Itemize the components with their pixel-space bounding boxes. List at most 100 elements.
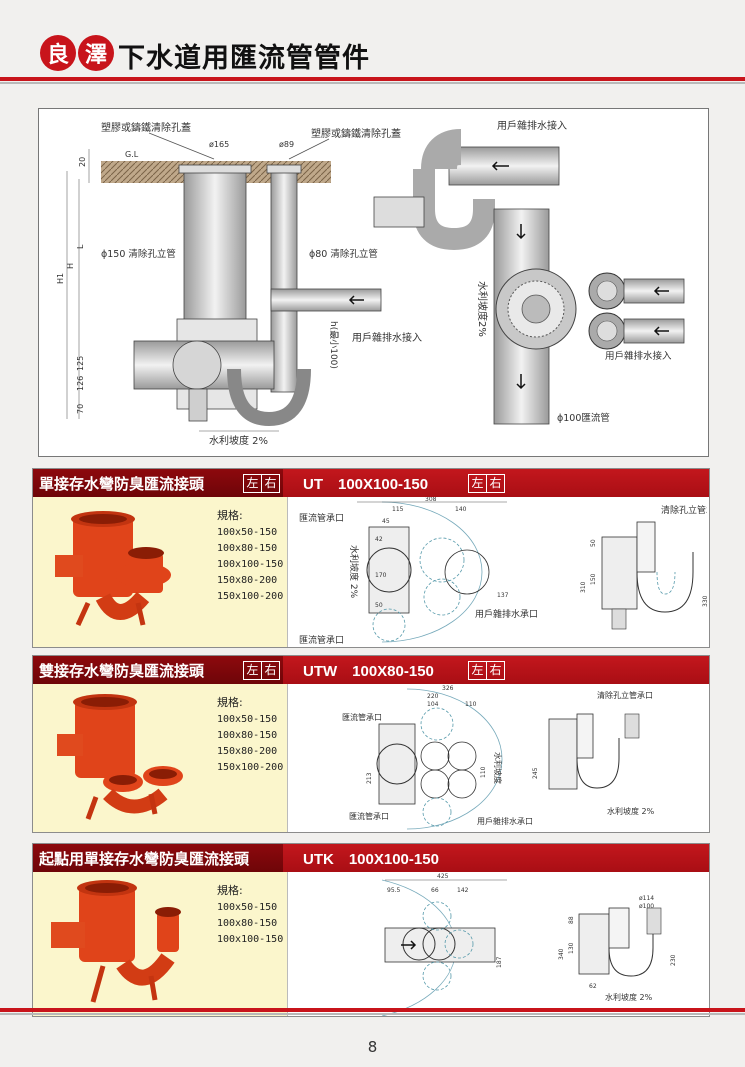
header-divider xyxy=(0,77,745,81)
main-installation-diagram: G.L 塑膠或鑄鐵清除孔蓋 塑膠或鑄鐵清除孔蓋 ø165 ø89 20 L H … xyxy=(38,108,709,457)
brand-logo-liang: 良 xyxy=(40,35,76,71)
ut-dim: 42 xyxy=(375,536,383,543)
section-utk-title: 起點用單接存水彎防臭匯流接頭 xyxy=(39,850,250,868)
section-utw-header: 雙接存水彎防臭匯流接頭 左右 UTW 100X80-150 左右 xyxy=(33,656,709,684)
ut-dim: 150 xyxy=(590,573,597,585)
page-number: 8 xyxy=(367,1038,378,1056)
dia-89-label: ø89 xyxy=(279,140,294,149)
ut-product-photo xyxy=(55,511,171,627)
utk-spec-label: 規格: xyxy=(217,884,243,897)
footer-divider xyxy=(0,1008,745,1012)
utk-dim: 66 xyxy=(431,887,439,894)
section-ut: 單接存水彎防臭匯流接頭 左右 UT 100X100-150 左右 規格: 100… xyxy=(32,468,710,648)
utw-slope-side: 水利坡度 2% xyxy=(607,806,655,816)
cleanout-pipe-80 xyxy=(270,166,298,393)
utw-dim: 245 xyxy=(532,767,539,779)
gl-label: G.L xyxy=(125,150,139,159)
dim-126: 126 xyxy=(76,376,85,391)
utw-dim: 110 xyxy=(465,701,477,708)
household-inlet-top-label: 用戶雜排水接入 xyxy=(497,119,567,132)
utk-dim: 88 xyxy=(568,916,575,924)
section-utk: 起點用單接存水彎防臭匯流接頭 UTK 100X100-150 規格: 100x5… xyxy=(32,843,710,1017)
utw-slope-plan: 水利坡度 xyxy=(493,752,503,784)
cleanout-pipe-150 xyxy=(183,166,247,336)
utk-dim: 340 xyxy=(558,948,565,960)
inlet-pipe xyxy=(270,288,382,312)
section-ut-model-lr-tag: 左右 xyxy=(468,474,505,493)
utk-product-photo xyxy=(51,880,181,1003)
ut-spec-item: 150x100-200 xyxy=(217,591,284,602)
section-utw-model-lr-tag: 左右 xyxy=(468,661,505,680)
utw-spec-item: 100x50-150 xyxy=(217,714,278,725)
dia-165-label: ø165 xyxy=(209,140,229,149)
ut-spec-item: 150x80-200 xyxy=(217,575,278,586)
utk-spec-list: 100x50-150 100x80-150 100x100-150 xyxy=(217,900,283,948)
utw-dim: 104 xyxy=(427,701,439,708)
utk-dim: 425 xyxy=(437,873,449,880)
section-utw-title: 雙接存水彎防臭匯流接頭 xyxy=(39,662,205,680)
utk-dim: 62 xyxy=(589,983,597,990)
section-ut-product-panel: 規格: 100x50-150 100x80-150 100x100-150 15… xyxy=(33,497,288,647)
utk-dim: 130 xyxy=(568,942,575,954)
utk-dia-114: ø114 xyxy=(639,895,654,902)
household-inlet-label: 用戶雜排水接入 xyxy=(352,331,422,344)
dim-125: 125 xyxy=(76,356,85,371)
ut-technical-drawing: 308 115 140 45 42 170 50 137 匯流管承口 匯流管承口… xyxy=(299,497,707,646)
utw-dim: 213 xyxy=(366,772,373,784)
pipe-80-label: ϕ80 清除孔立管 xyxy=(309,248,378,260)
ut-dim: 170 xyxy=(375,572,387,579)
utk-dim: 230 xyxy=(670,954,677,966)
utw-spec-label: 規格: xyxy=(217,696,243,709)
ut-collector-socket-top: 匯流管承口 xyxy=(299,512,344,524)
pipe-150-label: ϕ150 清除孔立管 xyxy=(101,248,176,260)
utw-collector-socket-bottom: 匯流管承口 xyxy=(349,811,389,821)
utw-dim: 326 xyxy=(442,685,454,692)
utw-spec-list: 100x50-150 100x80-150 150x80-200 150x100… xyxy=(217,712,283,776)
footer-divider-grey xyxy=(0,1013,745,1015)
ut-slope: 水利坡度 2% xyxy=(348,545,360,599)
utk-slope: 水利坡度 2% xyxy=(605,992,653,1002)
utw-spec-item: 150x100-200 xyxy=(217,762,284,773)
section-utk-model: UTK 100X100-150 xyxy=(303,851,439,868)
slope-main-label: 水利坡度 2% xyxy=(209,434,268,447)
cleanout-cover-left-label: 塑膠或鑄鐵清除孔蓋 xyxy=(101,121,191,134)
section-utw: 雙接存水彎防臭匯流接頭 左右 UTW 100X80-150 左右 規格: 100… xyxy=(32,655,710,833)
ut-dim: 45 xyxy=(382,518,390,525)
ut-dim: 310 xyxy=(580,581,587,593)
section-ut-title-lr-tag: 左右 xyxy=(243,474,280,493)
main-diagram-svg: G.L 塑膠或鑄鐵清除孔蓋 塑膠或鑄鐵清除孔蓋 ø165 ø89 20 L H … xyxy=(56,119,685,447)
utk-spec-item: 100x50-150 xyxy=(217,902,278,913)
utw-spec-item: 150x80-200 xyxy=(217,746,278,757)
ut-inlet-socket: 用戶雜排水承口 xyxy=(475,608,538,620)
utk-technical-drawing: 425 95.5 66 142 187 ø114 ø100 88 130 340… xyxy=(381,873,677,1016)
ut-spec-item: 100x50-150 xyxy=(217,527,278,538)
dim-H: H xyxy=(66,263,75,269)
slope-vertical-label: 水利坡度2% xyxy=(476,281,489,337)
section-utk-product-panel: 規格: 100x50-150 100x80-150 100x100-150 xyxy=(33,872,288,1016)
dim-H1: H1 xyxy=(56,273,65,284)
utk-spec-item: 100x80-150 xyxy=(217,918,278,929)
utw-dim: 220 xyxy=(427,693,439,700)
utk-spec-item: 100x100-150 xyxy=(217,934,284,945)
ut-spec-label: 規格: xyxy=(217,509,243,522)
utw-dim: 110 xyxy=(480,766,487,778)
utk-dim: 95.5 xyxy=(387,887,401,894)
h-min-label: h(最小100) xyxy=(328,321,339,369)
ut-dim: 308 xyxy=(425,497,437,503)
utw-product-photo xyxy=(57,694,183,820)
ut-dim: 137 xyxy=(497,592,509,599)
ut-spec-item: 100x100-150 xyxy=(217,559,284,570)
dim-L: L xyxy=(76,244,85,249)
section-utw-model: UTW 100X80-150 xyxy=(303,663,434,680)
dim-70: 70 xyxy=(76,404,85,414)
section-ut-model: UT 100X100-150 xyxy=(303,476,429,493)
household-inlet-plan-label: 用戶雜排水接入 xyxy=(605,350,672,362)
section-utk-header: 起點用單接存水彎防臭匯流接頭 UTK 100X100-150 xyxy=(33,844,709,872)
cleanout-cover-right-label: 塑膠或鑄鐵清除孔蓋 xyxy=(311,127,401,140)
section-utw-product-panel: 規格: 100x50-150 100x80-150 150x80-200 150… xyxy=(33,684,288,832)
utw-cleanout-socket: 清除孔立管承口 xyxy=(597,690,653,700)
ut-dim: 50 xyxy=(375,602,383,609)
utk-dim: 187 xyxy=(496,956,503,968)
brand-logo-ze: 澤 xyxy=(78,35,114,71)
page-title: 下水道用匯流管管件 xyxy=(118,43,370,74)
